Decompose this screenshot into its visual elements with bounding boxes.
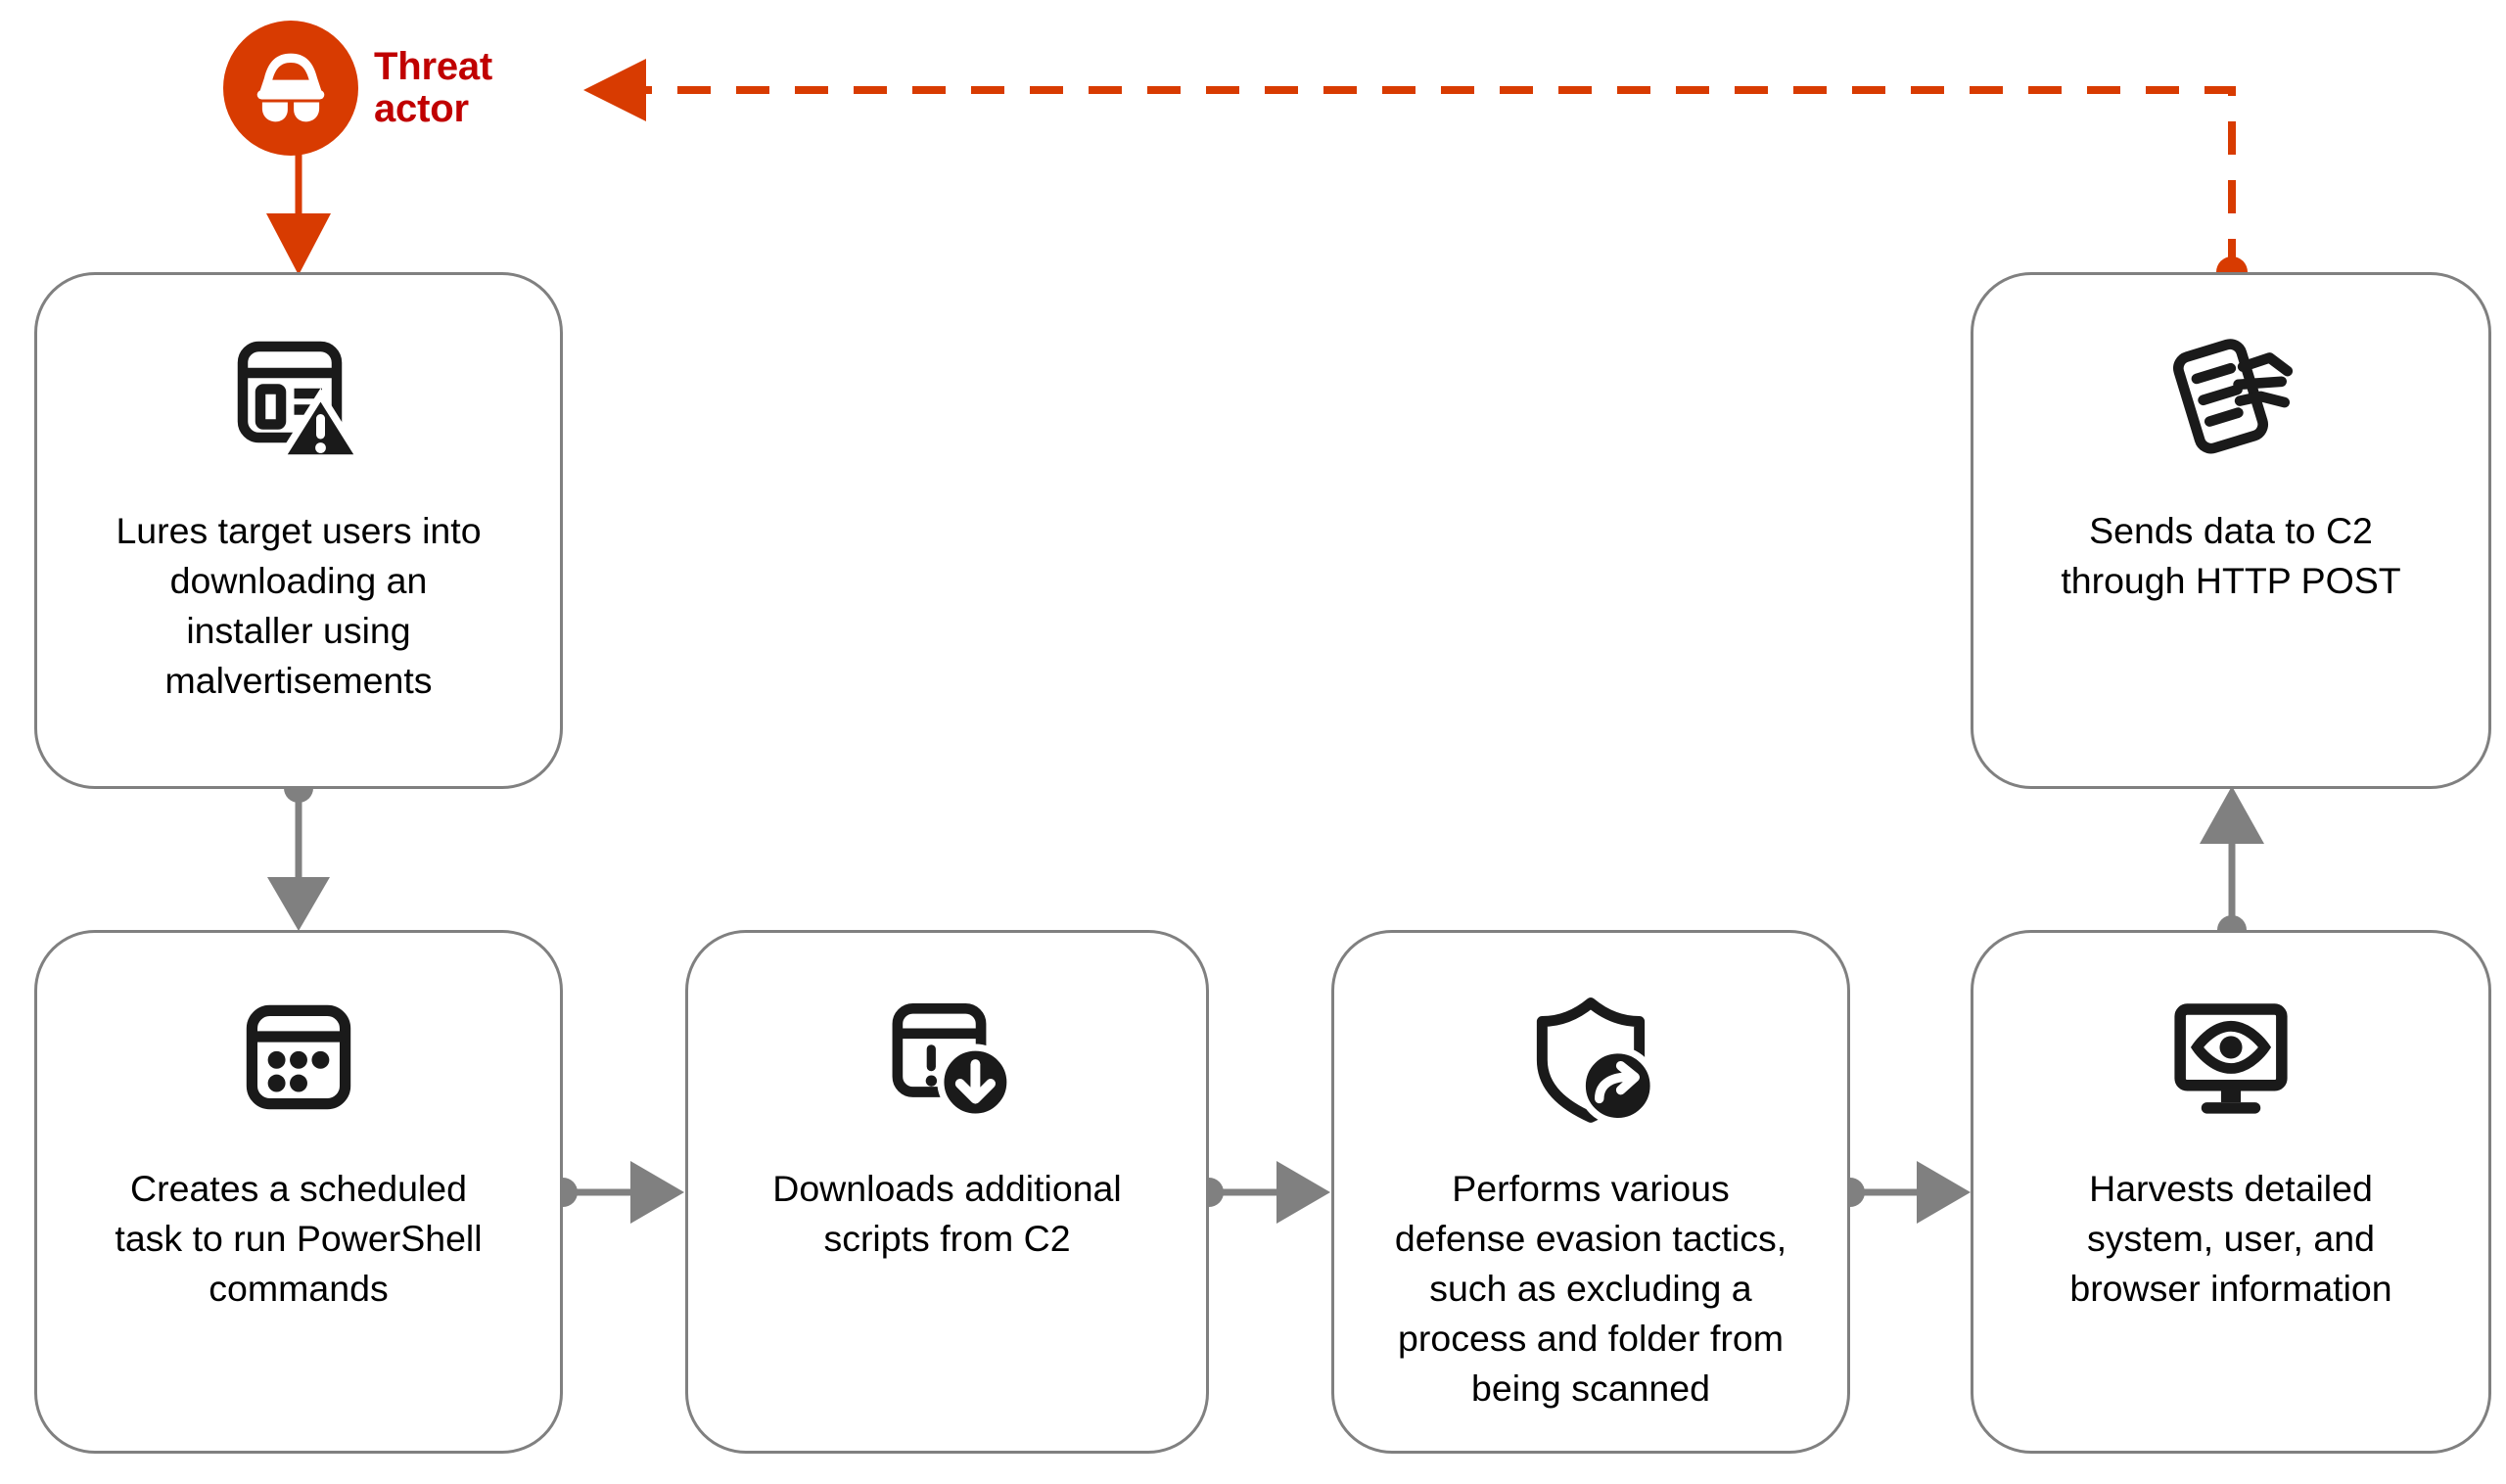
connector-evasion-to-harvests xyxy=(1835,1161,1971,1224)
step-card-harvests-information: Harvests detailed system, user, and brow… xyxy=(1971,930,2491,1454)
step-card-defense-evasion: Performs various defense evasion tactics… xyxy=(1331,930,1850,1454)
threat-actor-label: Threat actor xyxy=(374,44,493,130)
connector-sends-data-to-threat-actor xyxy=(583,59,2248,288)
connector-scheduled-task-to-downloads xyxy=(548,1161,684,1224)
connector-downloads-to-evasion xyxy=(1194,1161,1330,1224)
step-card-sends-data-to-c2: Sends data to C2 through HTTP POST xyxy=(1971,272,2491,789)
window-alert-download-icon xyxy=(878,984,1017,1131)
browser-window-warning-icon xyxy=(225,326,372,473)
spy-incognito-icon xyxy=(256,53,325,122)
step-card-label: Sends data to C2 through HTTP POST xyxy=(2061,510,2401,601)
connector-harvests-to-sends-data xyxy=(2200,786,2264,945)
threat-actor-badge xyxy=(223,21,358,156)
step-card-downloads-additional-scripts: Downloads additional scripts from C2 xyxy=(685,930,1209,1454)
document-send-hand-icon xyxy=(2157,326,2305,473)
step-card-label: Performs various defense evasion tactics… xyxy=(1394,1168,1787,1409)
shield-bypass-arrow-icon xyxy=(1519,984,1662,1131)
scheduled-task-calendar-icon xyxy=(230,984,367,1131)
step-card-label: Lures target users into downloading an i… xyxy=(116,510,482,701)
connector-lures-to-scheduled-task xyxy=(267,773,330,931)
step-card-lures-target-users: Lures target users into downloading an i… xyxy=(34,272,563,789)
step-card-creates-scheduled-task: Creates a scheduled task to run PowerShe… xyxy=(34,930,563,1454)
threat-actor-node: Threat actor xyxy=(223,20,654,157)
monitor-eye-surveillance-icon xyxy=(2160,984,2301,1131)
step-card-label: Creates a scheduled task to run PowerShe… xyxy=(115,1168,483,1309)
step-card-label: Downloads additional scripts from C2 xyxy=(772,1168,1122,1259)
step-card-label: Harvests detailed system, user, and brow… xyxy=(2069,1168,2392,1309)
connector-threat-actor-to-lures xyxy=(266,149,331,275)
